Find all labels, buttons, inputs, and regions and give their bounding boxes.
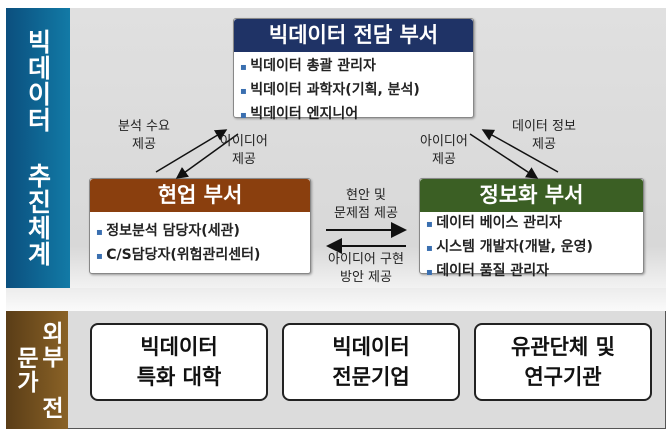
label-data-info: 데이터 정보 제공	[512, 119, 576, 152]
field-item: 정보분석 담당자(세관)	[96, 220, 304, 244]
arrow-central-to-it	[469, 133, 539, 179]
section-divider	[6, 288, 666, 311]
field-dept: 현업 부서 정보분석 담당자(세관) C/S담당자(위험관리센터)	[89, 178, 311, 274]
field-dept-title: 현업 부서	[90, 179, 310, 212]
central-item: 빅데이터 총괄 관리자	[240, 55, 467, 79]
central-item: 빅데이터 과학자(기획, 분석)	[240, 79, 467, 103]
central-dept-title: 빅데이터 전담 부서	[234, 19, 473, 52]
external-experts-label: 외부 전문가	[6, 311, 68, 429]
it-dept: 정보화 부서 데이터 베이스 관리자 시스템 개발자(개발, 운영) 데이터 품…	[419, 178, 644, 279]
label-issues: 현안 및 문제점 제공	[334, 188, 398, 221]
label-idea-to-field: 아이디어 제공	[220, 134, 268, 167]
central-item: 빅데이터 엔지니어	[240, 103, 467, 127]
it-item: 데이터 베이스 관리자	[426, 212, 637, 236]
label-analysis-demand: 분석 수요 제공	[118, 119, 170, 152]
external-institutes: 유관단체 및 연구기관	[474, 323, 652, 401]
label-idea-implementation: 아이디어 구현 방안 제공	[328, 252, 404, 285]
label-idea-to-it: 아이디어 제공	[420, 134, 468, 167]
external-university: 빅데이터 특화 대학	[90, 323, 268, 401]
it-item: 시스템 개발자(개발, 운영)	[426, 236, 637, 260]
field-item: C/S담당자(위험관리센터)	[96, 244, 304, 268]
internal-system-label: 빅데이터 추진체계	[6, 8, 70, 288]
it-item: 데이터 품질 관리자	[426, 260, 637, 284]
external-company: 빅데이터 전문기업	[282, 323, 460, 401]
arrow-field-to-central	[155, 129, 228, 173]
arrow-central-to-field	[175, 133, 239, 179]
arrow-it-to-central	[481, 129, 559, 173]
it-dept-title: 정보화 부서	[420, 179, 643, 212]
central-bigdata-dept: 빅데이터 전담 부서 빅데이터 총괄 관리자 빅데이터 과학자(기획, 분석) …	[233, 18, 474, 122]
